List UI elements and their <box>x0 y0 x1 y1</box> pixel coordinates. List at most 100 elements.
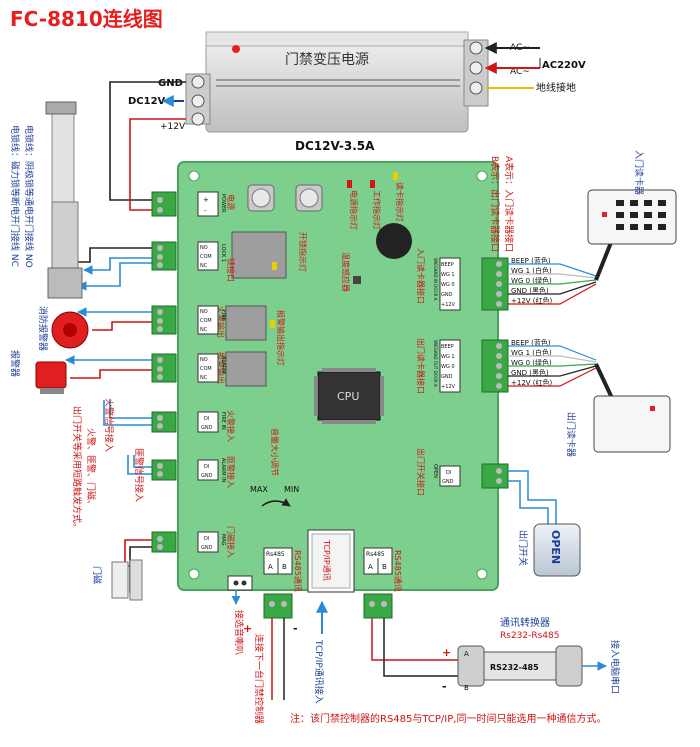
fire-alarm-device <box>51 311 89 349</box>
psu-ac220-label: AC220V <box>542 60 586 71</box>
next-plus: + <box>243 622 252 635</box>
tag-mag: MAG <box>220 534 226 546</box>
tag-open: OPEN <box>432 464 438 478</box>
temp-sensor-label: 温度感应器 <box>341 252 351 292</box>
svg-text:GND (黑色): GND (黑色) <box>511 368 549 377</box>
svg-text:DI: DI <box>446 470 451 476</box>
terminal-mag: DI GND <box>151 531 219 553</box>
psu-ac2-label: AC~ <box>510 67 530 77</box>
door-sensor-label: 门磁 <box>91 566 103 584</box>
alarm-device <box>35 361 67 394</box>
alarm-signal-label: 匪警信号接入 <box>133 448 145 502</box>
svg-text:B: B <box>282 563 287 571</box>
psu-gnd-label: GND <box>158 78 183 89</box>
psu-label: 门禁变压电源 <box>285 52 369 68</box>
left-wires <box>54 81 186 593</box>
converter-title: 通讯转换器 <box>500 616 550 629</box>
svg-text:GND: GND <box>201 473 213 479</box>
rs485-a-label: RS485通讯 <box>293 550 303 592</box>
svg-text:WG 0: WG 0 <box>441 282 455 288</box>
pwr-led-label: 电源指示灯 <box>349 190 359 230</box>
port-lock-label: 锁接口 <box>226 258 236 282</box>
work-led-label: 工作指示灯 <box>372 190 382 230</box>
svg-text:DI: DI <box>204 416 209 422</box>
exit-button-open: OPEN <box>549 530 562 564</box>
terminal-fire-in: DI GND <box>151 411 219 433</box>
lock-note-no: 电锁线：阴极锁等通电开门接线 NO <box>23 125 35 268</box>
svg-text:BEEP: BEEP <box>441 262 454 268</box>
port-power-label: 电源 <box>226 194 236 210</box>
cpu-chip <box>314 368 384 424</box>
svg-text:GND: GND <box>441 374 453 380</box>
svg-text:WG 1: WG 1 <box>441 272 455 278</box>
board-mount-holes <box>188 170 488 580</box>
reader-in-wire-labels: BEEP (蓝色) WG 1 (白色) WG 0 (绿色) GND (黑色) +… <box>511 256 553 305</box>
exit-button-wires <box>508 470 557 524</box>
svg-text:-: - <box>204 207 207 215</box>
exit-switch-label: 出门开关 <box>517 530 529 566</box>
svg-text:BEEP (蓝色): BEEP (蓝色) <box>511 256 551 265</box>
svg-text:WG 0 (绿色): WG 0 (绿色) <box>511 276 552 285</box>
svg-text:+12V (红色): +12V (红色) <box>511 378 553 387</box>
conv-b: B <box>464 684 469 692</box>
rs485-port-a: Rs485 A B <box>263 547 293 619</box>
card-led-label: 读卡指示灯 <box>395 182 405 222</box>
speaker-jack <box>227 575 253 591</box>
svg-text:GND: GND <box>442 479 454 485</box>
rs485-b-label: RS485通讯 <box>393 550 403 592</box>
conv-minus: - <box>442 680 447 693</box>
svg-text:GND: GND <box>441 292 453 298</box>
terminal-lock: NO COM NC <box>151 241 219 271</box>
tcp-port <box>307 529 355 593</box>
reader-out-wires <box>508 345 614 399</box>
svg-text:BEEP (蓝色): BEEP (蓝色) <box>511 338 551 347</box>
svg-text:+: + <box>203 196 209 204</box>
svg-text:Rs485: Rs485 <box>366 551 385 558</box>
svg-text:+12V (红色): +12V (红色) <box>511 296 553 305</box>
terminal-alarm-in: DI GND <box>151 459 219 481</box>
speaker-label: 接选音喇叭 <box>233 610 245 655</box>
fire-signal-label: 火警信号接入 <box>103 398 115 452</box>
conv-a: A <box>464 650 469 658</box>
port-reader-in-label: 入门读卡器接口 <box>416 248 426 304</box>
ab-note-1: A表示：入门读卡器接口 <box>503 156 515 252</box>
volume-label: 音量大小调节 <box>270 428 280 476</box>
terminal-reader-in: BEEP WG 1 WG 0 GND +12V <box>439 257 509 311</box>
terminal-exit: DI GND <box>439 463 509 489</box>
tag-reader-in: WIEGAND IN DOOR A <box>433 258 438 301</box>
psu-ground-label: 地线接地 <box>536 81 576 94</box>
svg-text:NC: NC <box>200 263 208 269</box>
svg-text:NC: NC <box>200 375 208 381</box>
diagram-title: FC-8810连线图 <box>10 7 163 31</box>
ac-wires <box>484 42 541 89</box>
exit-button-device <box>533 523 581 577</box>
buzzer <box>376 223 412 259</box>
conv-plus: + <box>442 646 451 659</box>
volume-max: MAX <box>250 485 268 494</box>
reader-in-name: 入门读卡器 <box>633 150 645 195</box>
pc-serial-label: 接入电脑串口 <box>609 640 621 694</box>
lock-note-nc: 电锁线：磁力锁等断电开门接线 NC <box>9 125 21 267</box>
psu-dc12v-label: DC12V <box>128 96 166 107</box>
relays <box>225 231 287 387</box>
psu-plus12v-label: +12V <box>160 122 186 132</box>
reader-out-name: 出门读卡器 <box>565 412 577 457</box>
reader-in-device <box>587 189 677 245</box>
svg-text:Rs485: Rs485 <box>266 551 285 558</box>
svg-text:COM: COM <box>200 366 212 372</box>
svg-text:A: A <box>368 563 373 571</box>
svg-text:DI: DI <box>204 464 209 470</box>
rs485-converter-wires <box>371 618 458 677</box>
converter-model: Rs232-Rs485 <box>500 631 560 641</box>
tcp-label: TCP/IP通讯 <box>322 539 332 581</box>
svg-text:WG 0 (绿色): WG 0 (绿色) <box>511 358 552 367</box>
tag-fire-in: FIRE IN <box>220 412 226 430</box>
next-controller-label: 连接下一台门禁控制器 <box>253 634 265 724</box>
tag-alarm-in: ALARM IN <box>220 458 226 483</box>
capacitors <box>247 184 323 212</box>
svg-text:NO: NO <box>200 245 208 251</box>
port-mag-in-label: 门磁接入 <box>226 526 236 558</box>
port-alarm-in-label: 匪警接入 <box>226 456 236 488</box>
psu-led <box>232 45 240 53</box>
